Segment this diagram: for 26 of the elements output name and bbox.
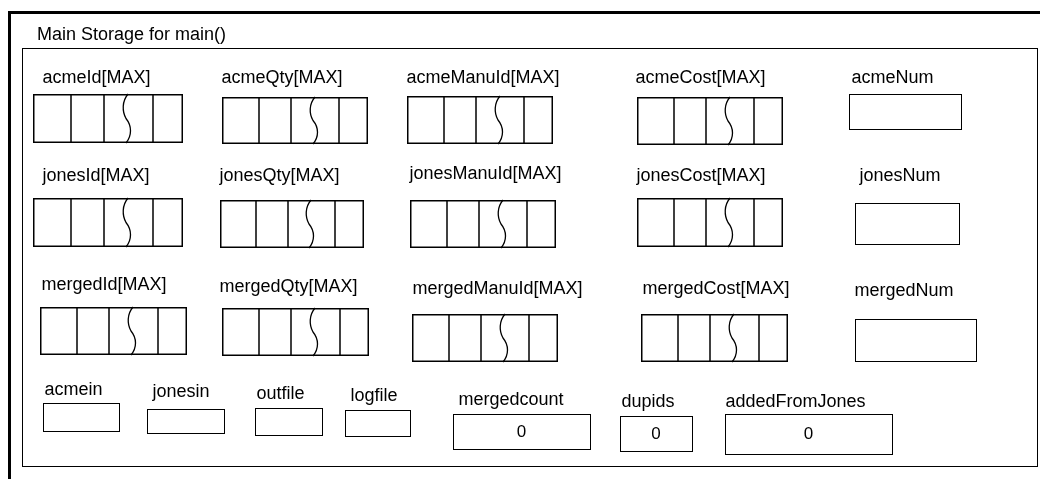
variable-name: jonesCost[MAX] (636, 164, 766, 185)
variable-name: acmeQty[MAX] (221, 66, 343, 87)
variable-name: acmein (44, 378, 103, 399)
variable-name: outfile (256, 382, 305, 403)
variable-name: mergedCost[MAX] (642, 277, 790, 298)
variable-name: mergedNum (854, 279, 954, 300)
variable-name: jonesNum (859, 164, 941, 185)
value-field: 0 (619, 415, 693, 452)
variable-name: acmeManuId[MAX] (406, 66, 560, 87)
frame-title: Main Storage for main() (37, 24, 227, 45)
variable-name: jonesManuId[MAX] (409, 162, 562, 183)
variable-name: mergedcount (458, 388, 564, 409)
variable-name: jonesId[MAX] (42, 164, 150, 185)
value-field: 0 (452, 413, 591, 450)
value-field: 0 (724, 413, 893, 455)
variable-name: mergedManuId[MAX] (412, 277, 583, 298)
variable-name: logfile (350, 384, 398, 405)
variable-name: mergedId[MAX] (41, 273, 167, 294)
variable-name: mergedQty[MAX] (219, 275, 358, 296)
variable-name: jonesin (152, 380, 210, 401)
variable-name: acmeNum (851, 66, 934, 87)
variable-name: acmeCost[MAX] (635, 66, 766, 87)
variable-name: dupids (621, 390, 675, 411)
variable-name: acmeId[MAX] (42, 66, 151, 87)
variable-name: jonesQty[MAX] (219, 164, 340, 185)
variable-name: addedFromJones (725, 390, 866, 411)
